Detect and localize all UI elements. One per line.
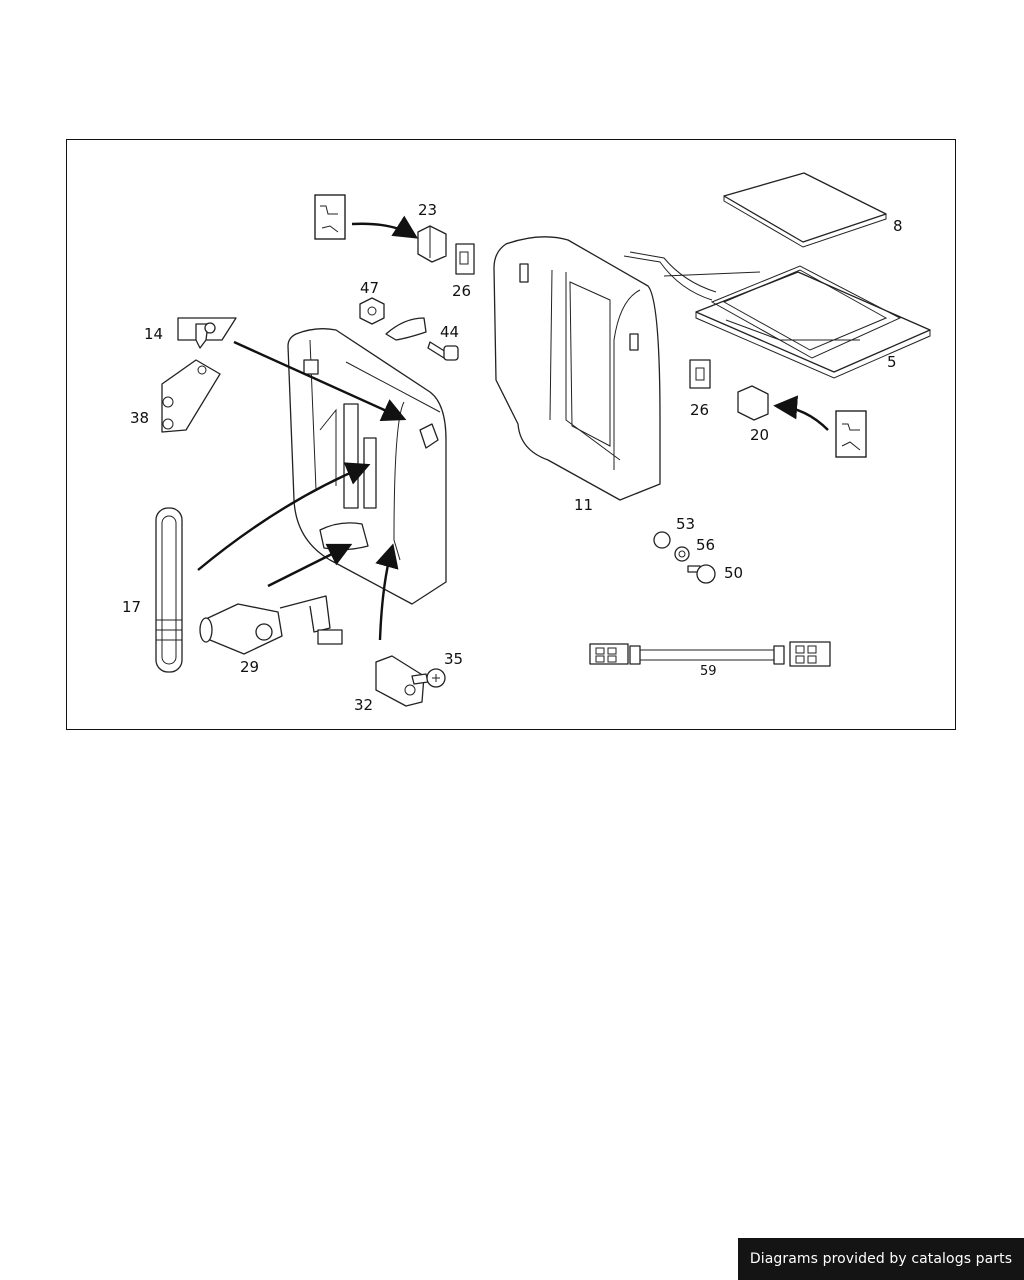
part-50-screw — [687, 564, 716, 584]
seat-adjust-icon-left — [314, 194, 346, 240]
label-5: 5 — [887, 353, 897, 371]
part-labels: 8 23 26 47 44 14 38 5 26 20 11 53 56 50 … — [122, 201, 903, 714]
part-56-washer — [674, 546, 690, 562]
part-11-backrest-cover — [493, 236, 661, 501]
credit-banner: Diagrams provided by catalogs parts — [738, 1238, 1024, 1280]
part-17-belt — [155, 507, 183, 673]
part-59-wire-harness — [589, 641, 831, 667]
part-20-switch — [737, 385, 769, 421]
label-17: 17 — [122, 598, 141, 616]
part-23-switch — [417, 225, 447, 263]
diagram-frame — [66, 139, 956, 730]
label-53: 53 — [676, 515, 695, 533]
label-14: 14 — [144, 325, 163, 343]
part-38-block — [161, 359, 221, 433]
label-20: 20 — [750, 426, 769, 444]
part-8-seat-pad — [723, 172, 887, 248]
part-26-bracket-top — [455, 243, 475, 275]
part-29-motor — [199, 595, 343, 655]
part-clip — [385, 317, 427, 341]
label-11: 11 — [574, 496, 593, 514]
part-47-nut — [359, 297, 385, 325]
label-32: 32 — [354, 696, 373, 714]
part-5-seat-frame — [623, 251, 931, 379]
part-32-bracket — [375, 655, 425, 707]
label-44: 44 — [440, 323, 459, 341]
label-59: 59 — [700, 664, 717, 679]
part-35-screw — [411, 668, 446, 688]
arrows — [197, 215, 829, 641]
label-29: 29 — [240, 658, 259, 676]
part-44-bolt — [427, 341, 459, 361]
label-35: 35 — [444, 650, 463, 668]
label-50: 50 — [724, 564, 743, 582]
backrest-frame-assembly — [287, 328, 447, 605]
label-26-top: 26 — [452, 282, 471, 300]
label-47: 47 — [360, 279, 379, 297]
label-23: 23 — [418, 201, 437, 219]
label-26-right: 26 — [690, 401, 709, 419]
label-56: 56 — [696, 536, 715, 554]
part-26-bracket-right — [689, 359, 711, 389]
part-14-bracket — [177, 317, 237, 349]
part-53-nut — [653, 531, 671, 549]
label-38: 38 — [130, 409, 149, 427]
label-8: 8 — [893, 217, 903, 235]
seat-adjust-icon-right — [835, 410, 867, 458]
